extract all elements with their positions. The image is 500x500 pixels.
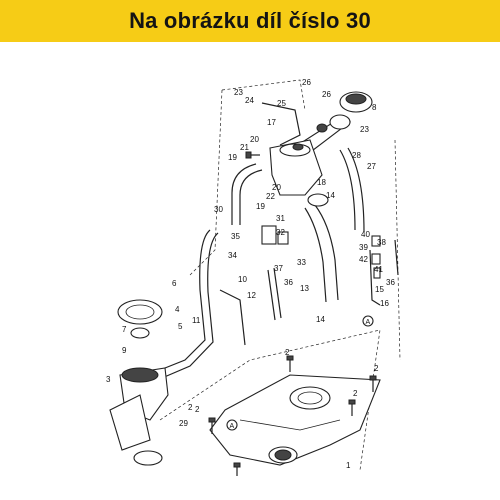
callout: 31 — [276, 214, 285, 223]
callout: 8 — [372, 103, 377, 112]
pump-ring — [117, 299, 163, 325]
hose-36-a — [267, 269, 276, 321]
callout: 2 — [374, 364, 379, 373]
frame-line-left — [189, 89, 223, 276]
callout: 18 — [317, 178, 326, 187]
fuel-hose-b — [161, 232, 219, 379]
bolt-19 — [245, 151, 260, 159]
callout: 3 — [106, 375, 111, 384]
fuel-cap — [339, 91, 373, 113]
callout: 13 — [300, 284, 309, 293]
ref-a-upper: A — [362, 315, 374, 327]
callout: 19 — [256, 202, 265, 211]
valve-33 — [277, 231, 289, 245]
hose-13-a — [314, 204, 339, 301]
svg-text:A: A — [366, 319, 371, 326]
callout: 22 — [266, 192, 275, 201]
callout: 26 — [322, 90, 331, 99]
hose-13-b — [304, 207, 327, 303]
callout: 20 — [272, 183, 281, 192]
bolt-2-b — [369, 375, 377, 392]
callout: 20 — [250, 135, 259, 144]
hose-27-b — [347, 147, 365, 233]
callout: 15 — [375, 285, 384, 294]
callout: 29 — [179, 419, 188, 428]
hose-30-b — [231, 163, 257, 225]
frame-line-right — [394, 139, 401, 361]
part-40 — [371, 235, 381, 247]
valve-32 — [261, 225, 277, 245]
callout: 42 — [359, 255, 368, 264]
callout: 41 — [374, 265, 383, 274]
ref-a-lower: A — [226, 419, 238, 431]
callout: 5 — [178, 322, 183, 331]
bolt-2-d — [348, 399, 356, 416]
banner-title: Na obrázku díl číslo 30 — [129, 8, 371, 33]
callout: 9 — [122, 346, 127, 355]
fuel-tank — [209, 374, 381, 466]
callout: 16 — [380, 299, 389, 308]
callout: 27 — [367, 162, 376, 171]
callout: 2 — [195, 405, 200, 414]
callout: 23 — [234, 88, 243, 97]
part-41 — [373, 267, 381, 279]
callout: 26 — [302, 78, 311, 87]
fuel-hose-a — [159, 229, 211, 371]
gasket-ring — [133, 450, 163, 466]
pump-cap — [130, 327, 150, 339]
callout: 1 — [346, 461, 351, 470]
callout: 14 — [326, 191, 335, 200]
callout: 2 — [285, 348, 290, 357]
callout: 32 — [276, 228, 285, 237]
callout: 21 — [240, 143, 249, 152]
callout: 36 — [386, 278, 395, 287]
breather-tube — [261, 102, 301, 146]
callout: 30 — [214, 205, 223, 214]
hose-27-a — [339, 149, 356, 231]
callout: 36 — [284, 278, 293, 287]
callout: 4 — [175, 305, 180, 314]
hose-36-right — [394, 239, 399, 276]
callout: 2 — [188, 403, 193, 412]
callout: 7 — [122, 325, 127, 334]
callout: 11 — [192, 316, 201, 325]
callout: 6 — [172, 279, 177, 288]
hose-30-a — [239, 169, 263, 225]
frame-line-top — [221, 79, 306, 111]
filler-body — [269, 139, 323, 196]
bolt-2-a — [286, 355, 294, 372]
callout: 35 — [231, 232, 240, 241]
callout: 19 — [228, 153, 237, 162]
svg-text:A: A — [230, 423, 235, 430]
callout: 37 — [274, 264, 283, 273]
bolt-2-c — [208, 417, 216, 434]
callout: 17 — [267, 118, 276, 127]
clamp-18 — [307, 193, 329, 207]
callout: 38 — [377, 238, 386, 247]
callout: 39 — [359, 243, 368, 252]
part-39 — [371, 253, 381, 265]
bolt-29 — [233, 462, 241, 476]
header-banner: Na obrázku díl číslo 30 — [0, 0, 500, 42]
hose-15 — [369, 249, 381, 306]
callout: 24 — [245, 96, 254, 105]
callout: 25 — [277, 99, 286, 108]
hose-11 — [219, 289, 246, 346]
callout: 23 — [360, 125, 369, 134]
callout: 40 — [361, 230, 370, 239]
callout: 33 — [297, 258, 306, 267]
hose-36-b — [273, 267, 282, 319]
callout: 12 — [247, 291, 256, 300]
callout: 2 — [353, 389, 358, 398]
callout: 14 — [316, 315, 325, 324]
callout: 10 — [238, 275, 247, 284]
fuel-pump — [109, 367, 169, 451]
callout: 28 — [352, 151, 361, 160]
callout: 34 — [228, 251, 237, 260]
